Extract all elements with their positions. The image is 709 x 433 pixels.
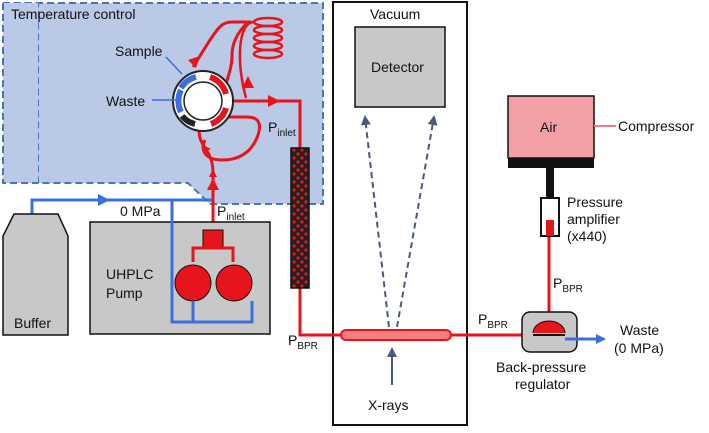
buffer-label: Buffer [14,315,51,331]
buffer-flow-arrow [98,194,110,206]
sample-pointer [165,56,183,75]
detector-box [354,26,446,108]
packed-column [290,147,310,289]
zero-mpa-label: 0 MPa [120,203,161,219]
bpr-label-line1: Back-pressure [496,359,586,375]
flow-arrow-left-valve [188,56,200,68]
buffer-bottle [2,213,69,336]
scatter-arrow-right [396,115,438,328]
xrays-label: X-rays [368,397,408,413]
flow-arrow-up-loop [242,76,254,88]
sample-capillary [340,329,452,341]
p-inlet-pump-label: Pinlet [217,203,245,223]
p-bpr-column-label: PBPR [288,332,318,352]
uhplc-label-line1: UHPLC [106,266,153,282]
pump-heads [174,229,253,302]
flow-arrow-right-valve [268,95,280,107]
sample-label: Sample [115,43,163,59]
waste-valve-label: Waste [106,93,145,109]
amplifier-rod [546,168,554,198]
pressure-amp-line1: Pressure [567,194,623,210]
buffer-to-pumps [170,200,254,324]
waste-out-line1: Waste [620,322,659,338]
amplifier-fluid [546,220,554,236]
p-bpr-line-label: PBPR [478,311,508,331]
bpr-label-line2: regulator [515,376,571,392]
temperature-control-zone-left [3,3,38,183]
bpr-diaphragm [532,320,566,334]
scatter-arrow-left [360,115,390,328]
vacuum-label: Vacuum [370,6,420,22]
compressor-label: Compressor [618,118,695,134]
waste-out-line2: (0 MPa) [614,340,664,356]
injection-valve [172,70,234,132]
p-inlet-top-label: Pinlet [268,119,296,139]
air-label: Air [540,119,557,135]
uhplc-label-line2: Pump [106,285,143,301]
detector-label: Detector [371,59,424,75]
p-bpr-amp-label: PBPR [553,275,583,295]
pressure-amp-line3: (x440) [567,228,607,244]
pressure-amp-line2: amplifier [567,211,620,227]
air-chamber [507,95,595,159]
temperature-control-label: Temperature control [11,6,136,22]
flow-arrow-up-pump [207,178,219,190]
piston-plate [508,158,594,168]
